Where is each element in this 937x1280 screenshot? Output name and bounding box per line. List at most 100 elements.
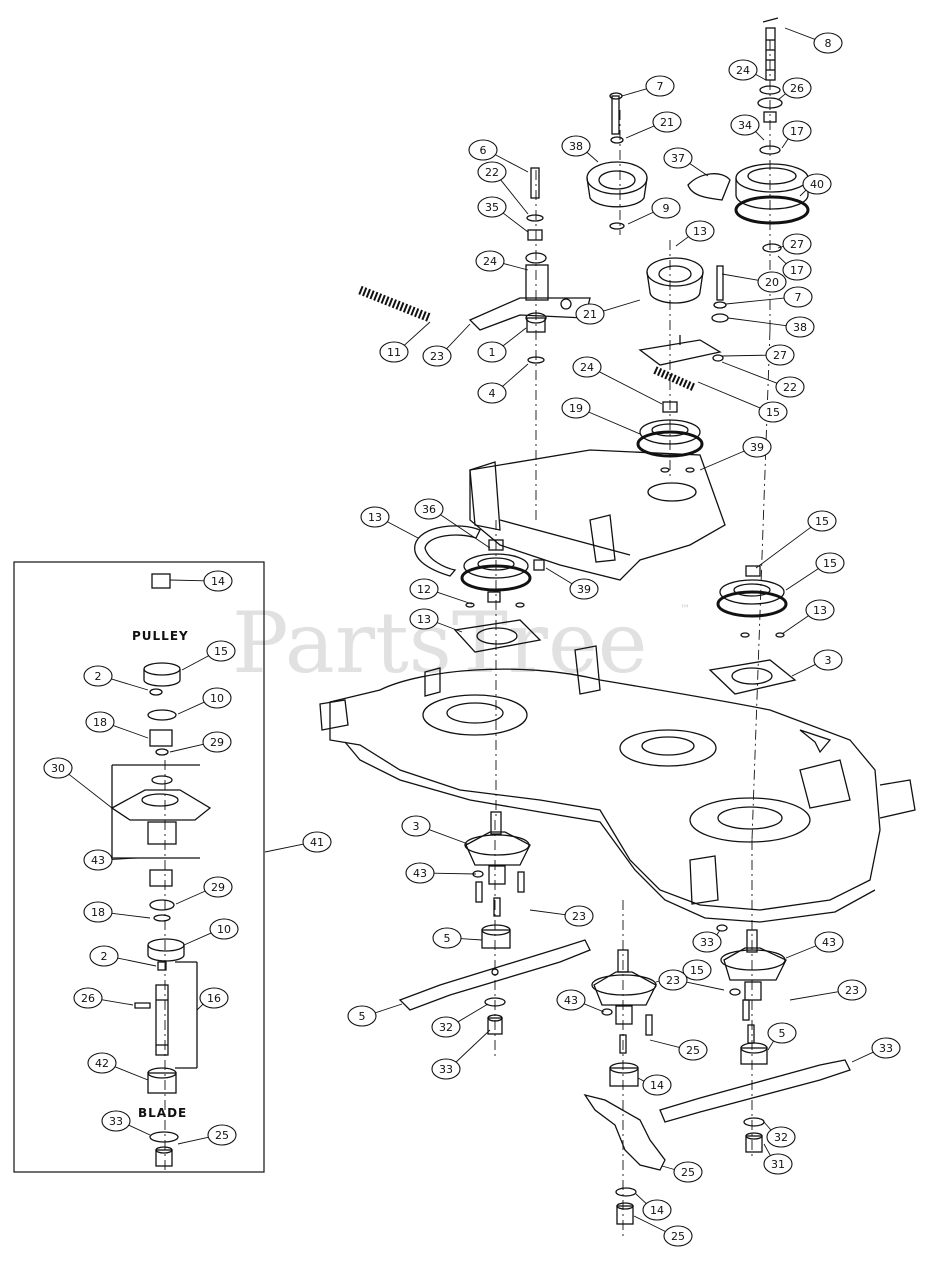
callout-bubble: [682, 959, 712, 981]
callout-leader-line: [598, 371, 663, 405]
callout-17: 17: [777, 255, 812, 281]
callout-leader-line: [110, 912, 151, 919]
callout-number: 2: [101, 950, 108, 963]
callout-bubble: [685, 220, 715, 242]
callout-bubble: [43, 757, 73, 779]
blade-31-center: [583, 1093, 666, 1171]
callout-bubble: [431, 1016, 461, 1038]
spring-19: [653, 366, 697, 392]
callout-bubble: [783, 286, 813, 308]
callout-leader-line: [529, 909, 567, 916]
callout-leader-line: [785, 567, 820, 591]
callout-number: 13: [693, 225, 707, 238]
callout-number: 25: [215, 1129, 229, 1142]
callout-2: 2: [89, 945, 157, 967]
callout-number: 6: [480, 144, 487, 157]
callout-21: 21: [625, 111, 682, 139]
callout-5: 5: [767, 1022, 797, 1051]
callout-leader-line: [625, 125, 656, 139]
callout-leader-line: [685, 981, 725, 991]
callout-bubble: [209, 918, 239, 940]
callout-leader-line: [501, 363, 529, 388]
callout-leader-line: [633, 1215, 667, 1233]
callout-bubble: [802, 173, 832, 195]
callout-number: 33: [700, 936, 714, 949]
callout-bubble: [757, 271, 787, 293]
callout-number: 37: [671, 152, 685, 165]
callout-leader-line: [196, 1003, 204, 1011]
callout-number: 39: [577, 583, 591, 596]
callout-bubble: [414, 498, 444, 520]
callout-21: 21: [575, 299, 641, 325]
callout-leader-line: [697, 381, 762, 409]
callout-17: 17: [781, 120, 812, 149]
callout-bubble: [83, 665, 113, 687]
callout-bubble: [87, 1052, 117, 1074]
blade-washer-nut-center: [615, 1187, 637, 1225]
callout-number: 14: [211, 575, 225, 588]
callout-number: 5: [779, 1027, 786, 1040]
callout-bubble: [477, 196, 507, 218]
blade-washer-nut-right: [743, 1117, 765, 1153]
callout-5: 5: [347, 1003, 403, 1027]
callout-39: 39: [545, 567, 599, 600]
callout-number: 25: [681, 1166, 695, 1179]
callout-number: 13: [417, 613, 431, 626]
spindle-assembly-43-center: [591, 949, 657, 1054]
callout-1: 1: [477, 327, 527, 363]
spindle-pulley-39-right: [716, 565, 788, 638]
callout-43: 43: [405, 862, 477, 884]
callout-number: 21: [660, 116, 674, 129]
callout-37: 37: [663, 147, 709, 177]
callout-bubble: [782, 233, 812, 255]
callout-leader-line: [583, 1003, 605, 1013]
callout-leader-line: [428, 828, 469, 845]
callout-23: 23: [789, 979, 867, 1001]
blade-32-left: [398, 939, 591, 1011]
callout-bubble: [401, 815, 431, 837]
callout-number: 24: [736, 64, 750, 77]
callout-bubble: [347, 1005, 377, 1027]
callout-number: 15: [766, 406, 780, 419]
callout-bubble: [202, 687, 232, 709]
callout-leader-line: [777, 92, 787, 101]
callout-29: 29: [169, 731, 232, 753]
callout-number: 10: [210, 692, 224, 705]
callout-number: 13: [813, 604, 827, 617]
callout-bubble: [360, 506, 390, 528]
callout-number: 31: [771, 1158, 785, 1171]
callout-leader-line: [688, 162, 709, 177]
idler-pulley-top: [734, 163, 810, 253]
callout-14: 14: [637, 1074, 672, 1096]
callout-number: 15: [823, 557, 837, 570]
callout-number: 36: [422, 503, 436, 516]
callout-22: 22: [477, 161, 529, 215]
callout-34: 34: [730, 114, 765, 141]
callout-bubble: [405, 862, 435, 884]
deck-bearing-plate-3-left: [453, 619, 542, 653]
callout-leader-line: [264, 843, 305, 853]
callout-leader-line: [116, 957, 157, 967]
callout-leader-line: [169, 743, 205, 753]
callout-bubble: [85, 711, 115, 733]
idler-pulley-38-upper: [586, 161, 648, 230]
callout-bubble: [73, 987, 103, 1009]
callout-bubble: [642, 1074, 672, 1096]
callout-16: 16: [196, 987, 229, 1011]
callout-29: 29: [175, 876, 233, 905]
callout-number: 19: [569, 402, 583, 415]
callout-leader-line: [436, 621, 463, 633]
callout-31: 31: [763, 1143, 793, 1175]
upper-deck-plate: [469, 449, 726, 581]
callout-bubble: [730, 114, 760, 136]
spring-23: [358, 285, 432, 323]
callout-number: 32: [774, 1131, 788, 1144]
callout-leader-line: [110, 857, 139, 860]
spindle-inset-frame: [13, 561, 265, 1173]
callout-9: 9: [627, 197, 681, 225]
callout-13: 13: [781, 599, 835, 635]
callout-leader-line: [177, 701, 206, 715]
callout-10: 10: [183, 918, 239, 946]
callout-number: 33: [879, 1042, 893, 1055]
callout-leader-line: [627, 211, 655, 225]
